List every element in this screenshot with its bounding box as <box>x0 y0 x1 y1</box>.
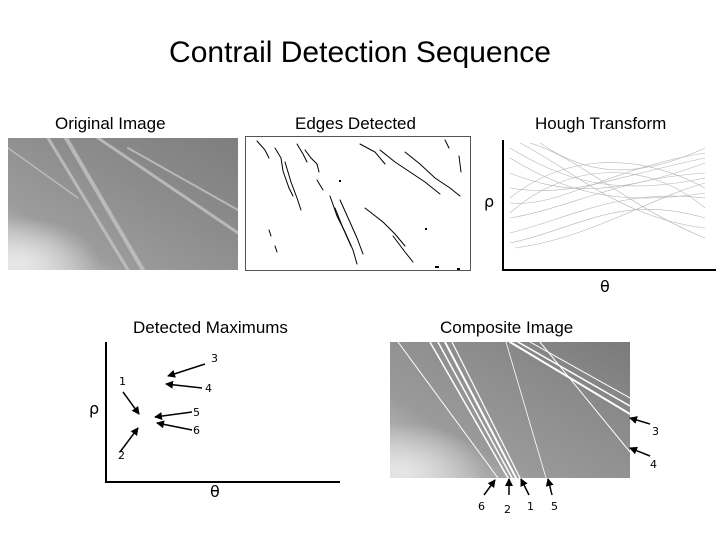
composite-marker-2: 2 <box>504 503 511 516</box>
original-image <box>8 138 238 270</box>
maximum-marker-5: 5 <box>193 406 200 419</box>
detected-maximums-label: Detected Maximums <box>133 318 288 337</box>
composite-marker-5: 5 <box>551 500 558 513</box>
composite-marker-6: 6 <box>478 500 485 513</box>
composite-image <box>390 342 630 478</box>
original-image-label: Original Image <box>55 114 166 133</box>
edges-detected-image <box>245 136 471 271</box>
maximum-marker-6: 6 <box>193 424 200 437</box>
maximum-marker-3: 3 <box>211 352 218 365</box>
composite-marker-3: 3 <box>652 425 659 438</box>
maxima-theta-label: θ <box>210 482 220 501</box>
hough-rho-label: ρ <box>484 192 495 211</box>
composite-image-label: Composite Image <box>440 318 574 337</box>
hough-transform-plot <box>509 142 706 249</box>
hough-theta-label: θ <box>600 277 610 296</box>
hough-transform-label: Hough Transform <box>535 114 667 133</box>
composite-marker-1: 1 <box>527 500 534 513</box>
maxima-rho-label: ρ <box>89 399 100 418</box>
page-title: Contrail Detection Sequence <box>169 36 551 69</box>
edges-detected-label: Edges Detected <box>295 114 416 133</box>
composite-marker-4: 4 <box>650 458 657 471</box>
maximum-marker-1: 1 <box>119 375 126 388</box>
maximum-marker-4: 4 <box>205 382 212 395</box>
maximum-marker-2: 2 <box>118 449 125 462</box>
